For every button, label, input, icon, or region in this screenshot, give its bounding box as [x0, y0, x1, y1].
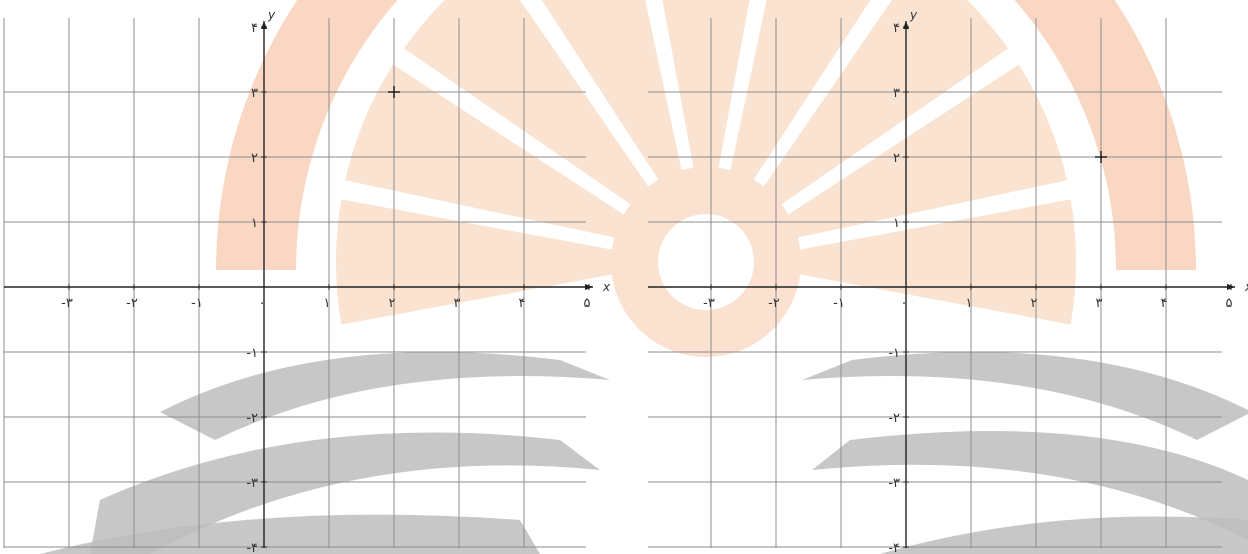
x-tick-label: ۵: [1226, 296, 1233, 311]
x-tick-label: -۲: [126, 296, 138, 311]
x-tick-label: ۰: [259, 296, 266, 311]
y-tick-label: -۲: [246, 411, 258, 426]
y-tick-label: ۳: [893, 86, 900, 101]
y-tick-label: ۱: [251, 216, 258, 231]
watermark-ray: [345, 64, 654, 245]
y-tick-label: -۱: [246, 346, 258, 361]
y-tick-label: ۲: [893, 151, 900, 166]
coordinate-plane-left: x y -۳ -۲ -۱ ۰ ۱ ۲ ۳ ۴ ۵ -۴ -۳ -۲ -۱ ۱ ۲ ۳ ۴: [3, 8, 611, 554]
watermark-ray: [758, 64, 1067, 245]
watermark-ray: [743, 0, 1009, 225]
x-tick-label: ۳: [1096, 296, 1103, 311]
watermark-page-left-2: [90, 432, 600, 554]
x-tick-label: ۲: [1031, 296, 1038, 311]
plotted-point: [1095, 151, 1107, 163]
x-tick-label: ۴: [1161, 296, 1168, 311]
watermark-page-right-1: [802, 352, 1248, 440]
y-tick-label: -۴: [888, 541, 900, 554]
y-tick-label: -۱: [888, 346, 900, 361]
x-axis-label: x: [1244, 280, 1248, 294]
watermark-rosette-center: [658, 214, 754, 310]
coordinate-plane-right: x y -۳ -۲ -۱ ۰ ۱ ۲ ۳ ۴ ۵ -۴ -۳ -۲ -۱ ۱ ۲ ۳ ۴: [648, 8, 1248, 554]
x-tick-label: ۰: [901, 296, 908, 311]
y-tick-label: ۴: [251, 21, 258, 36]
watermark-ray: [403, 0, 669, 225]
y-axis-arrow: [261, 21, 267, 29]
watermark-ray: [662, 0, 750, 203]
x-tick-label: -۱: [191, 296, 203, 311]
y-tick-label: -۴: [246, 541, 258, 554]
watermark-ray: [336, 199, 647, 325]
watermark-page-left-3: [40, 514, 540, 554]
watermark-outer-arch: [216, 0, 1196, 270]
watermark-ray: [765, 199, 1076, 325]
x-tick-label: -۳: [61, 296, 73, 311]
y-tick-label: ۴: [893, 21, 900, 36]
y-axis-label: y: [909, 8, 918, 22]
x-tick-label: ۳: [454, 296, 461, 311]
x-tick-label: ۲: [389, 296, 396, 311]
y-tick-label: ۲: [251, 151, 258, 166]
x-tick-label: ۵: [584, 296, 591, 311]
y-tick-label: ۳: [251, 86, 258, 101]
y-tick-label: -۲: [888, 411, 900, 426]
x-tick-label: -۳: [703, 296, 715, 311]
x-tick-label: ۱: [324, 296, 331, 311]
x-tick-label: -۲: [768, 296, 780, 311]
y-axis-label: y: [267, 8, 276, 22]
watermark-page-right-3: [880, 516, 1248, 554]
watermark-page-left-1: [160, 351, 610, 440]
plotted-point: [388, 86, 400, 98]
x-axis-label: x: [602, 280, 611, 294]
x-tick-label: ۴: [519, 296, 526, 311]
x-tick-label: -۱: [833, 296, 845, 311]
y-tick-label: -۳: [246, 476, 258, 491]
watermark-page-right-2: [812, 431, 1248, 540]
y-tick-label: -۳: [888, 476, 900, 491]
y-tick-label: ۱: [893, 216, 900, 231]
publisher-logo-watermark: [40, 0, 1248, 554]
x-tick-label: ۱: [966, 296, 973, 311]
